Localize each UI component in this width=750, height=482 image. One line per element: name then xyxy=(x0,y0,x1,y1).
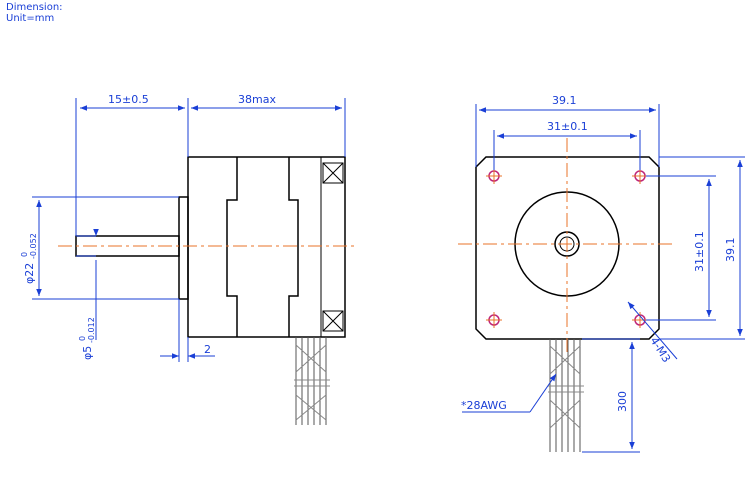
boss xyxy=(178,196,189,300)
unit-label: Unit=mm xyxy=(6,13,55,24)
shaft-diameter-label: φ5 xyxy=(81,346,94,360)
boss-diameter-tol-upper: 0 xyxy=(20,252,29,257)
stator-right xyxy=(288,157,299,337)
width-label: 39.1 xyxy=(552,94,577,107)
front-dimensions xyxy=(462,104,745,453)
hole-spacing-h-label: 31±0.1 xyxy=(547,120,588,133)
shaft-diameter-group: φ5 0 -0.012 xyxy=(78,317,96,360)
shaft-diameter-tol-lower: -0.012 xyxy=(87,317,96,343)
hole-spacing-v-label: 31±0.1 xyxy=(693,231,706,272)
side-leads xyxy=(294,337,330,425)
boss-diameter-group: φ22 0 -0.052 xyxy=(20,233,38,284)
lead-length-label: 300 xyxy=(616,391,629,412)
front-centerlines xyxy=(458,138,676,352)
front-flange xyxy=(475,156,660,340)
boss-diameter-tol-lower: -0.052 xyxy=(29,233,38,259)
hole-crosses xyxy=(486,168,648,328)
motor-body xyxy=(187,156,346,338)
stator-left xyxy=(226,157,238,337)
side-dimensions xyxy=(32,98,346,362)
side-view xyxy=(75,156,346,338)
endcap-hatch-bot xyxy=(322,310,344,332)
dimension-heading: Dimension: xyxy=(6,2,63,13)
front-leads xyxy=(548,339,584,452)
height-label: 39.1 xyxy=(724,238,737,263)
shaft-diameter-tol-upper: 0 xyxy=(78,336,87,341)
endcap-hatch-top xyxy=(322,162,344,184)
body-length-label: 38max xyxy=(238,93,276,106)
boss-diameter-label: φ22 xyxy=(23,263,36,284)
boss-thickness-label: 2 xyxy=(204,343,211,356)
wire-gauge-label: *28AWG xyxy=(461,399,507,412)
shaft-length-label: 15±0.5 xyxy=(108,93,149,106)
